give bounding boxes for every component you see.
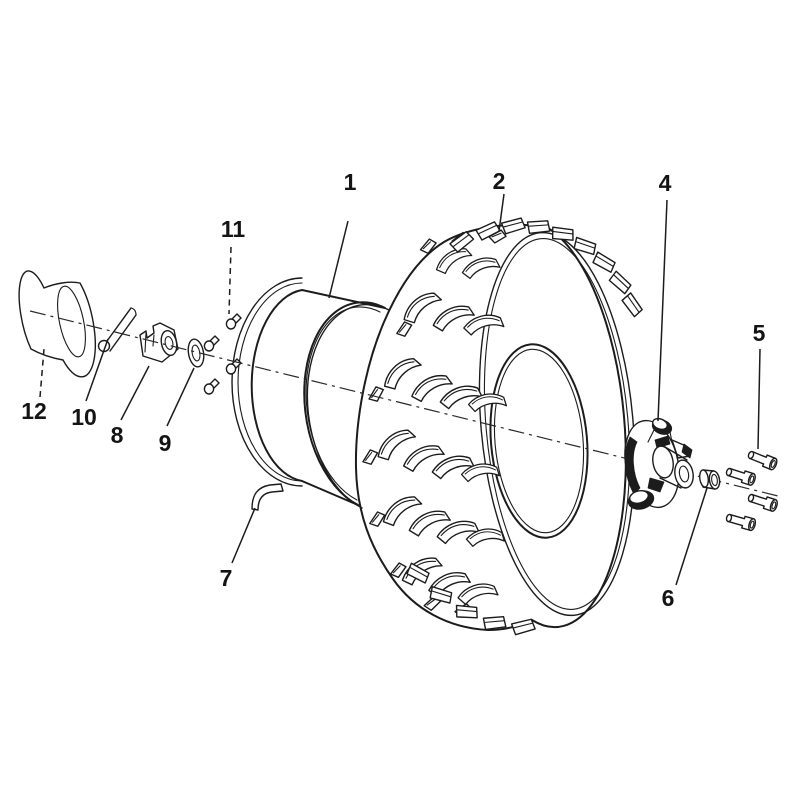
rim-bead-flange-arc-2	[305, 306, 381, 501]
callout-11-valve-clip-set: 11	[221, 216, 246, 315]
castle-nut-drawing	[139, 322, 179, 363]
tire-bead-opening	[489, 343, 589, 539]
rim-clip-drawing	[251, 483, 284, 511]
leader-line	[120, 365, 150, 421]
part-number-label: 12	[21, 398, 47, 424]
leader-line	[657, 199, 668, 422]
part-number-label: 11	[221, 216, 246, 242]
tire-drawing	[354, 217, 645, 636]
part-number-label: 2	[493, 168, 506, 194]
callout-6-spacer-nut: 6	[662, 487, 708, 611]
part-number-label: 5	[753, 320, 766, 346]
callout-10-cotter-pin: 10	[71, 338, 109, 430]
rim-bead-flange-arc	[306, 303, 390, 509]
leader-line	[328, 220, 349, 299]
leader-line	[85, 338, 109, 402]
part-number-label: 10	[71, 404, 97, 430]
rim-flange-arc-2	[237, 282, 303, 482]
callout-4-wheel-hub: 4	[657, 170, 672, 422]
leader-line	[231, 507, 256, 564]
callout-8-castle-nut: 8	[111, 365, 150, 448]
callout-1-wheel-rim: 1	[328, 169, 357, 299]
spacer-nut-drawing	[698, 469, 721, 490]
valve-clips-drawing	[203, 313, 242, 395]
rim-drawing	[231, 277, 390, 509]
cotter-pin-drawing	[97, 307, 137, 353]
callout-5-stud-bolt: 5	[753, 320, 766, 450]
callout-12-dust-cap: 12	[21, 348, 47, 424]
tire-sidewall-inner-line	[483, 238, 631, 610]
leader-line	[757, 348, 761, 450]
leader-line	[166, 367, 195, 427]
stud-bolts-drawing	[724, 447, 780, 532]
leader-line	[39, 348, 45, 398]
part-number-label: 4	[659, 170, 672, 196]
hub-drawing	[624, 417, 694, 510]
leader-line	[498, 193, 505, 232]
leader-line	[228, 246, 232, 315]
dust-cap-drawing	[18, 270, 96, 378]
callout-7-rim-clip: 7	[220, 507, 256, 591]
part-number-label: 9	[159, 430, 172, 456]
part-number-label: 8	[111, 422, 124, 448]
part-number-label: 6	[662, 585, 675, 611]
part-number-label: 7	[220, 565, 233, 591]
leader-line	[675, 487, 708, 586]
part-number-label: 1	[344, 169, 357, 195]
rim-outer-flange-arc	[231, 277, 303, 487]
tire-bead-inner-line	[493, 348, 585, 534]
callout-9-washer: 9	[159, 367, 195, 456]
washer-drawing	[187, 338, 205, 368]
callout-2-tire: 2	[493, 168, 506, 232]
